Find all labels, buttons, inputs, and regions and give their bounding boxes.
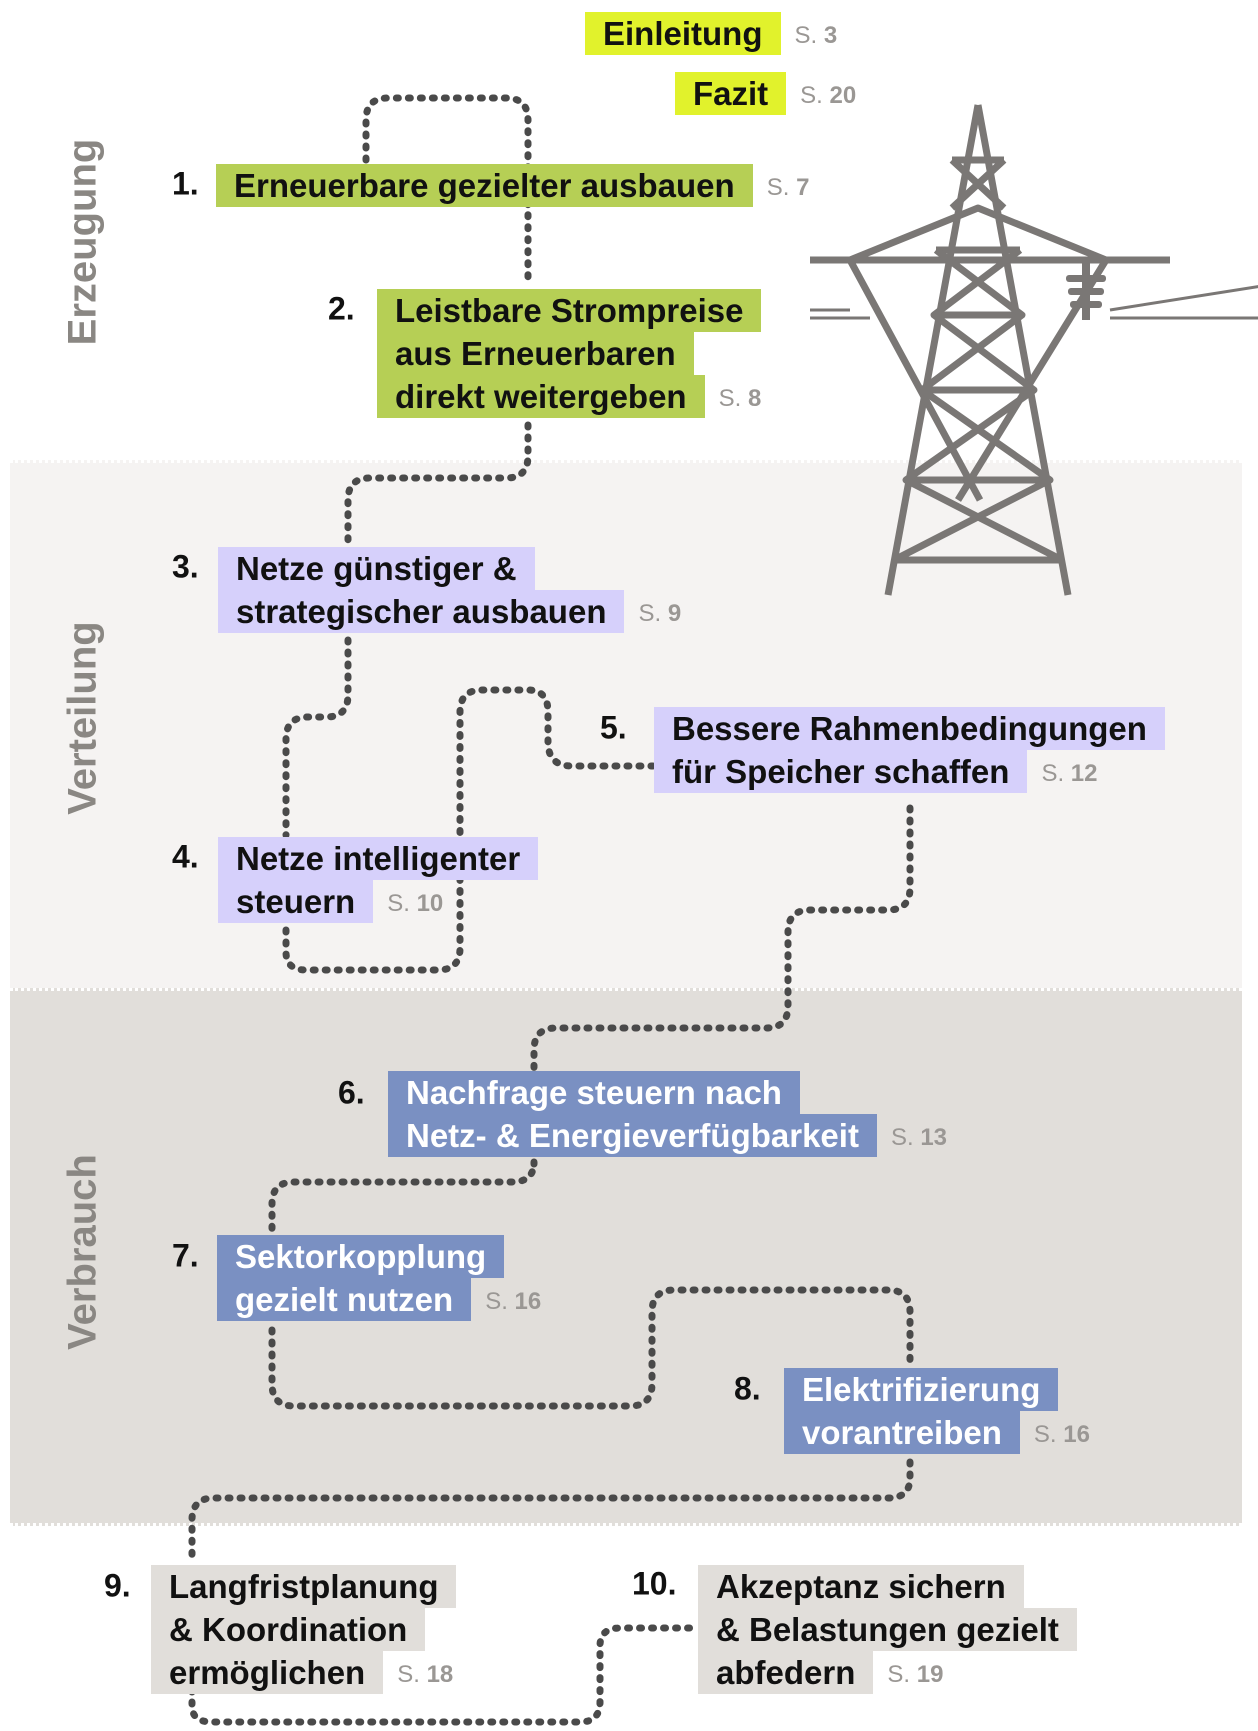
item-label: Fazit — [675, 72, 787, 115]
item-4-netze-steuern[interactable]: Netze intelligenter steuern S. 10 — [218, 837, 539, 923]
item-line: & Belastungen gezielt — [698, 1608, 1077, 1651]
item-line: Nachfrage steuern nach — [388, 1071, 800, 1114]
item-number-4: 4. — [172, 838, 199, 875]
item-number-1: 1. — [172, 165, 199, 202]
page-reference: S. 3 — [794, 22, 838, 49]
item-line: ermöglichen — [151, 1651, 384, 1694]
page-reference: S. 8 — [718, 385, 762, 412]
item-line: Netze günstiger & — [218, 547, 535, 590]
item-8-elektrifizierung[interactable]: Elektrifizierung vorantreiben S. 16 — [784, 1368, 1090, 1454]
item-10-akzeptanz-sichern[interactable]: Akzeptanz sichern & Belastungen gezielt … — [698, 1565, 1077, 1694]
item-3-netze-ausbauen[interactable]: Netze günstiger & strategischer ausbauen… — [218, 547, 681, 633]
item-number-9: 9. — [104, 1567, 131, 1604]
page-reference: S. 9 — [638, 600, 682, 627]
page-reference: S. 12 — [1041, 760, 1098, 787]
intro-item-einleitung[interactable]: Einleitung S. 3 — [585, 12, 837, 55]
item-5-speicher-rahmenbedingungen[interactable]: Bessere Rahmenbedingungen für Speicher s… — [654, 707, 1165, 793]
page-reference: S. 10 — [387, 890, 444, 917]
item-1-erneuerbare-ausbauen[interactable]: Erneuerbare gezielter ausbauen S. 7 — [216, 164, 809, 207]
page-reference: S. 7 — [766, 174, 810, 201]
item-number-10: 10. — [632, 1565, 677, 1602]
item-line: Netz- & Energieverfügbarkeit — [388, 1114, 877, 1157]
page-reference: S. 16 — [1033, 1421, 1090, 1448]
power-pylon-icon — [810, 104, 1258, 596]
page-reference: S. 20 — [800, 82, 857, 109]
item-number-7: 7. — [172, 1237, 199, 1274]
item-2-leistbare-strompreise[interactable]: Leistbare Strompreise aus Erneuerbaren d… — [377, 289, 762, 418]
item-line: Erneuerbare gezielter ausbauen — [216, 164, 753, 207]
item-line: aus Erneuerbaren — [377, 332, 694, 375]
item-9-langfristplanung[interactable]: Langfristplanung & Koordination ermöglic… — [151, 1565, 457, 1694]
item-label: Einleitung — [585, 12, 781, 55]
item-line: abfedern — [698, 1651, 874, 1694]
item-number-2: 2. — [328, 290, 355, 327]
item-line: direkt weitergeben — [377, 375, 705, 418]
intro-item-fazit[interactable]: Fazit S. 20 — [675, 72, 856, 115]
item-line: Leistbare Strompreise — [377, 289, 762, 332]
item-line: gezielt nutzen — [217, 1278, 472, 1321]
item-line: vorantreiben — [784, 1411, 1020, 1454]
item-line: Netze intelligenter — [218, 837, 539, 880]
item-line: Elektrifizierung — [784, 1368, 1059, 1411]
item-line: strategischer ausbauen — [218, 590, 625, 633]
item-line: Langfristplanung — [151, 1565, 457, 1608]
item-line: Sektorkopplung — [217, 1235, 505, 1278]
item-number-5: 5. — [600, 709, 627, 746]
page-reference: S. 13 — [890, 1124, 948, 1151]
page-reference: S. 18 — [397, 1661, 454, 1688]
page-reference: S. 19 — [887, 1661, 944, 1688]
item-line: steuern — [218, 880, 374, 923]
item-line: & Koordination — [151, 1608, 426, 1651]
item-line: für Speicher schaffen — [654, 750, 1028, 793]
item-6-nachfrage-steuern[interactable]: Nachfrage steuern nach Netz- & Energieve… — [388, 1071, 947, 1157]
item-number-3: 3. — [172, 548, 199, 585]
item-number-8: 8. — [734, 1370, 761, 1407]
page-reference: S. 16 — [485, 1288, 542, 1315]
item-line: Bessere Rahmenbedingungen — [654, 707, 1165, 750]
item-line: Akzeptanz sichern — [698, 1565, 1024, 1608]
item-7-sektorkopplung[interactable]: Sektorkopplung gezielt nutzen S. 16 — [217, 1235, 541, 1321]
item-number-6: 6. — [338, 1074, 365, 1111]
